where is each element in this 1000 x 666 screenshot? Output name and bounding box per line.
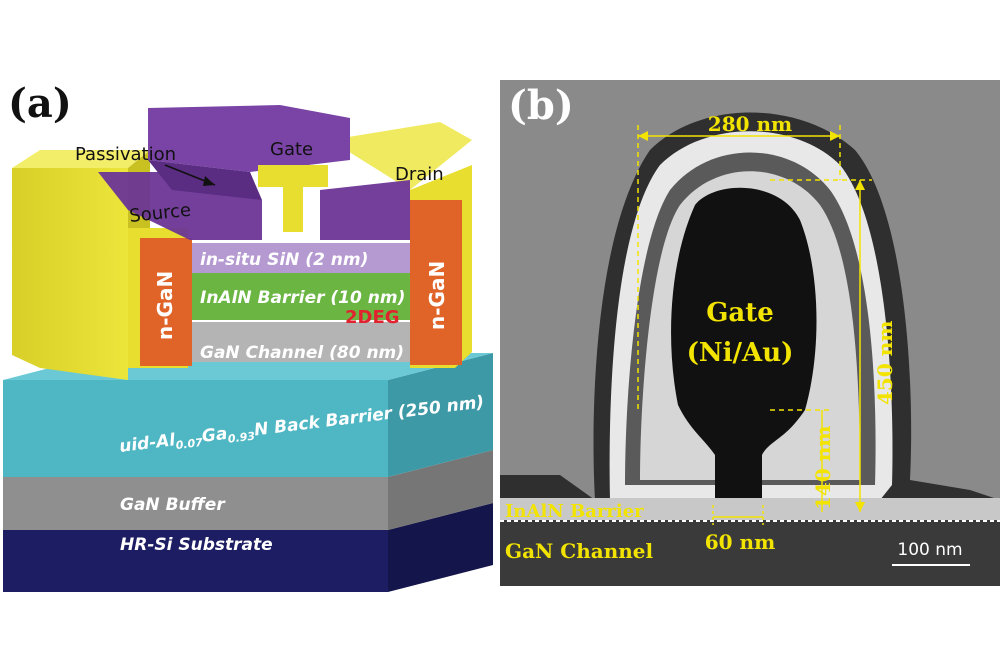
substrate-layer [3, 503, 493, 592]
sin-label: in-situ SiN (2 nm) [200, 250, 368, 270]
sin-layer [190, 243, 410, 273]
foot-width-label: 60 nm [705, 530, 776, 554]
gan-buffer-layer [3, 450, 493, 530]
channel-label: GaN Channel [505, 539, 654, 563]
panel-b-label: (b) [508, 82, 574, 129]
gan-channel-label: GaN Channel (80 nm) [200, 343, 404, 363]
dimension-annotations [637, 125, 872, 525]
stem-height-label: 140 nm [811, 426, 835, 510]
gate-material-label: (Ni/Au) [687, 338, 794, 368]
inaln-barrier-layer [185, 273, 410, 320]
tem-substrate-region [500, 520, 1000, 586]
twodeg-label: 2DEG [345, 307, 400, 328]
barrier-label: InAlN Barrier [505, 501, 644, 522]
height-label: 450 nm [873, 321, 897, 405]
top-width-label: 280 nm [708, 112, 792, 136]
drain-contact-block [330, 122, 472, 368]
panel-a-label: (a) [8, 80, 72, 127]
tem-micrograph: 280 nm 450 nm 140 nm 60 nm Gate (Ni/Au) … [500, 80, 1000, 586]
gate-callout: Gate [270, 139, 313, 160]
passivation-callout: Passivation [75, 144, 176, 165]
gan-channel-layer [140, 322, 410, 362]
passivation-arrowhead [203, 176, 215, 186]
gate-electrode [148, 105, 350, 232]
right-ngan-label: n-GaN [425, 261, 449, 330]
dimension-arrowheads [638, 131, 865, 512]
source-contact-block [12, 150, 192, 380]
barrier-region [500, 498, 1000, 520]
inaln-label: InAlN Barrier (10 nm) [200, 288, 405, 308]
substrate-label: HR-Si Substrate [120, 535, 273, 555]
drain-callout: Drain [395, 164, 444, 185]
gate-label: Gate [706, 298, 774, 328]
gate-metal [671, 187, 817, 510]
scale-bar-label: 100 nm [897, 540, 962, 560]
gan-buffer-label: GaN Buffer [120, 495, 226, 515]
left-ngan-label: n-GaN [153, 271, 177, 340]
device-schematic: in-situ SiN (2 nm) InAlN Barrier (10 nm)… [3, 105, 493, 592]
